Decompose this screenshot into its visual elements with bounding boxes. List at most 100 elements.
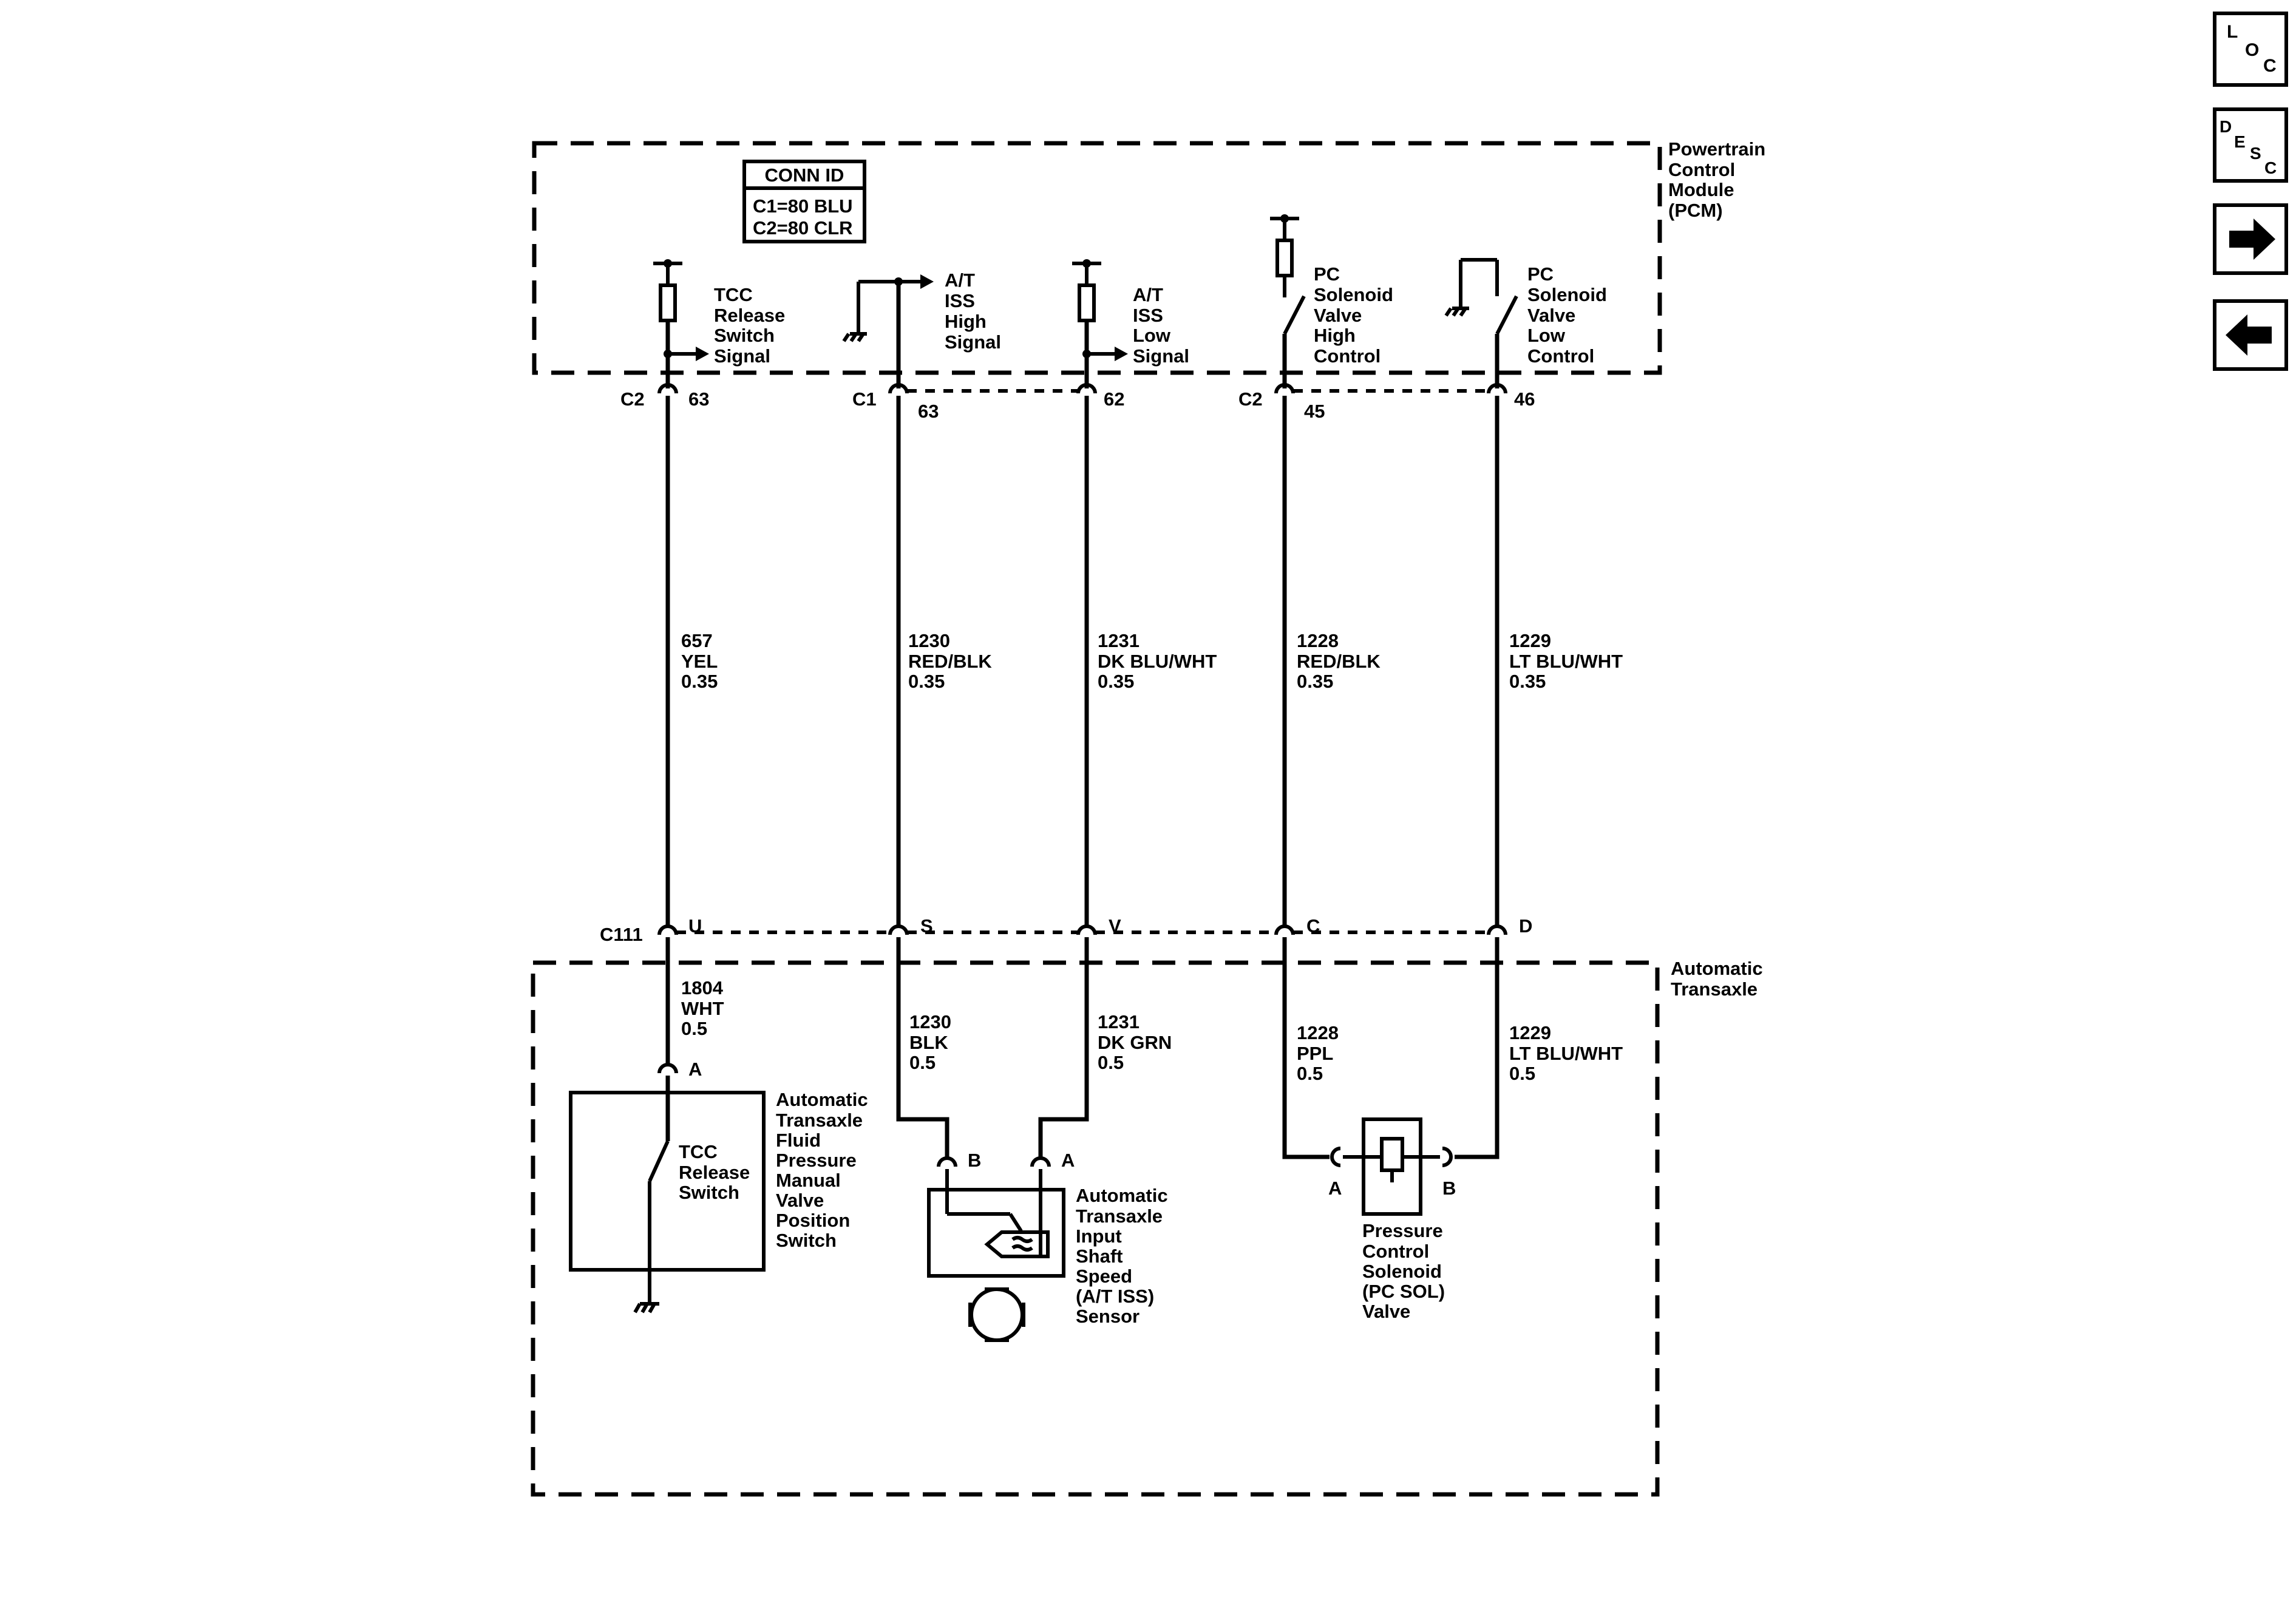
svg-text:(PC SOL): (PC SOL) [1362,1281,1445,1302]
svg-text:Valve: Valve [1362,1301,1410,1322]
desc-s: S [2250,144,2261,163]
svg-text:PPL: PPL [1297,1043,1333,1064]
svg-text:Signal: Signal [1133,345,1189,367]
pin-num-1: 63 [688,388,709,410]
svg-text:RED/BLK: RED/BLK [908,651,992,672]
svg-text:1230: 1230 [909,1011,951,1032]
svg-text:0.35: 0.35 [1098,671,1134,692]
svg-text:BLK: BLK [909,1032,948,1053]
conn-id-box: CONN ID C1=80 BLU C2=80 CLR [742,160,866,243]
svg-text:DK GRN: DK GRN [1098,1032,1172,1053]
svg-text:0.35: 0.35 [1509,671,1546,692]
c111-connector: C111 U S V C D [600,915,1532,945]
svg-text:Powertrain: Powertrain [1668,138,1765,160]
svg-text:0.5: 0.5 [1509,1063,1535,1084]
loc-o: O [2245,40,2259,60]
lower-wire-label-4: 1228 PPL 0.5 [1297,1022,1339,1084]
svg-text:657: 657 [681,630,713,651]
forward-button[interactable] [2213,203,2288,275]
conn-id-c1: C1=80 BLU [753,195,853,217]
pcm-circuit-pc-high: PC Solenoid Valve High Control [1270,214,1393,388]
input-shaft-speed-sensor-label: Automatic Transaxle Input Shaft Speed (A… [1076,1185,1168,1327]
svg-text:Switch: Switch [714,325,775,346]
pin-num-5: 46 [1514,388,1535,410]
svg-text:PC: PC [1527,263,1554,285]
svg-text:RED/BLK: RED/BLK [1297,651,1381,672]
upper-wires [665,396,1500,926]
svg-text:Automatic: Automatic [1076,1185,1168,1206]
fluid-pressure-switch: A TCC Release Switch [569,1059,766,1314]
svg-text:WHT: WHT [681,998,724,1019]
svg-text:Sensor: Sensor [1076,1306,1140,1327]
solenoid-pin-a: A [1328,1178,1342,1199]
svg-text:Pressure: Pressure [1362,1220,1443,1241]
svg-text:Signal: Signal [714,345,770,367]
svg-text:A/T: A/T [945,270,975,291]
svg-text:1229: 1229 [1509,630,1551,651]
pressure-control-solenoid: A B [1328,1117,1456,1216]
svg-text:High: High [945,311,987,332]
svg-text:Transaxle: Transaxle [1076,1205,1163,1227]
svg-text:Shaft: Shaft [1076,1246,1123,1267]
pcm-circuit-iss-high: A/T ISS High Signal [842,270,1001,388]
svg-text:Position: Position [776,1210,850,1231]
input-shaft-speed-sensor: B A [927,1150,1075,1342]
conn-id-c2: C2=80 CLR [753,217,853,239]
switch-inner-label-2: Switch [679,1182,739,1203]
lower-wire-label-1: 1804 WHT 0.5 [681,977,724,1039]
svg-text:DK BLU/WHT: DK BLU/WHT [1098,651,1217,672]
svg-text:0.5: 0.5 [1098,1052,1124,1073]
solenoid-pin-b: B [1442,1178,1456,1199]
svg-text:High: High [1314,325,1356,346]
svg-text:Low: Low [1527,325,1566,346]
svg-text:Input: Input [1076,1225,1122,1247]
desc-button[interactable]: D E S C [2213,107,2288,183]
switch-inner-label-1: Release [679,1162,750,1183]
arrow-right-icon [2229,219,2275,260]
pin-num-4: 45 [1304,401,1325,422]
lower-wire-label-3: 1231 DK GRN 0.5 [1098,1011,1172,1073]
pin-conn-4: C2 [1238,388,1263,410]
upper-wire-label-4: 1228 RED/BLK 0.35 [1297,630,1381,692]
c111-pin-v: V [1109,915,1121,937]
svg-text:(PCM): (PCM) [1668,200,1723,221]
svg-text:1231: 1231 [1098,1011,1140,1032]
svg-text:LT BLU/WHT: LT BLU/WHT [1509,651,1623,672]
desc-c: C [2264,158,2277,177]
switch-pin-a: A [688,1059,702,1080]
arrow-left-icon [2226,314,2272,356]
svg-text:Pressure: Pressure [776,1150,857,1171]
svg-text:Automatic: Automatic [1671,958,1763,979]
svg-text:0.35: 0.35 [1297,671,1333,692]
svg-text:Control: Control [1527,345,1594,367]
svg-text:Valve: Valve [1314,305,1362,326]
svg-text:1228: 1228 [1297,1022,1339,1043]
svg-text:Solenoid: Solenoid [1527,284,1607,305]
upper-wire-label-3: 1231 DK BLU/WHT 0.35 [1098,630,1217,692]
c111-pin-u: U [688,915,702,937]
svg-text:Valve: Valve [776,1190,824,1211]
desc-d: D [2220,117,2232,136]
transaxle-boundary [531,960,1660,1497]
sensor-pin-a: A [1061,1150,1075,1171]
back-button[interactable] [2213,299,2288,371]
svg-text:ISS: ISS [1133,305,1163,326]
svg-text:1230: 1230 [908,630,950,651]
conn-id-title: CONN ID [765,164,844,186]
svg-text:Control: Control [1362,1241,1429,1262]
c111-pin-s: S [920,915,933,937]
switch-inner-label-0: TCC [679,1141,718,1162]
svg-text:1804: 1804 [681,977,724,998]
svg-text:TCC: TCC [714,284,753,305]
svg-text:YEL: YEL [681,651,718,672]
svg-text:Fluid: Fluid [776,1130,821,1151]
c111-pin-d: D [1519,915,1532,937]
svg-text:1228: 1228 [1297,630,1339,651]
svg-text:(A/T ISS): (A/T ISS) [1076,1286,1154,1307]
loc-c: C [2263,56,2277,76]
pcm-circuit-iss-low: A/T ISS Low Signal [1072,259,1189,388]
loc-button[interactable]: L O C [2213,12,2288,87]
svg-text:0.5: 0.5 [909,1052,936,1073]
loc-l: L [2227,22,2238,42]
